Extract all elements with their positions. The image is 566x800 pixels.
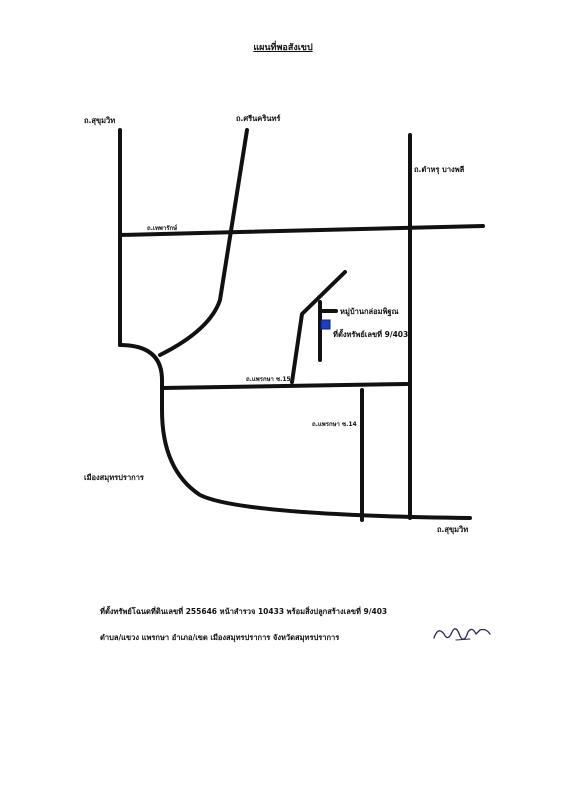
footer-line-1: ที่ตั้งทรัพย์โฉนดที่ดินเลขที่ 255646 หน้…: [100, 607, 388, 616]
label-village: หมู่บ้านกล่อมพิฐณ: [340, 307, 399, 317]
label-thepharak: ถ.เทพารักษ์: [147, 224, 177, 232]
road-phraeksa-15: [160, 382, 409, 390]
label-phraeksa-15: ถ.แพรกษา ซ.15: [246, 376, 291, 383]
label-tamru-bangphli: ถ.ตำหรุ บางพลี: [414, 165, 465, 174]
label-srinakarin: ถ.ศรีนครินทร์: [236, 114, 281, 123]
label-muang-samutprakan: เมืองสมุทรปราการ: [84, 473, 145, 482]
road-village-access: [290, 270, 347, 384]
property-marker-icon: [320, 319, 331, 330]
footer-line-2: ตำบล/แขวง แพรกษา อำเภอ/เขต เมืองสมุทรปรา…: [100, 633, 340, 642]
label-phraeksa-14: ถ.แพรกษา ซ.14: [312, 421, 357, 428]
label-sukhumvit-top: ถ.สุขุมวิท: [84, 116, 115, 125]
label-property: ที่ตั้งทรัพย์เลขที่ 9/403: [333, 328, 408, 339]
road-sukhumvit-curve: [118, 343, 472, 520]
map-title: แผนที่พอสังเขป: [253, 43, 313, 53]
road-thepharak: [118, 224, 485, 237]
label-sukhumvit-bottom: ถ.สุขุมวิท: [437, 525, 468, 534]
road-srinakarin: [158, 128, 249, 357]
handwritten-signature-icon: [433, 628, 491, 641]
